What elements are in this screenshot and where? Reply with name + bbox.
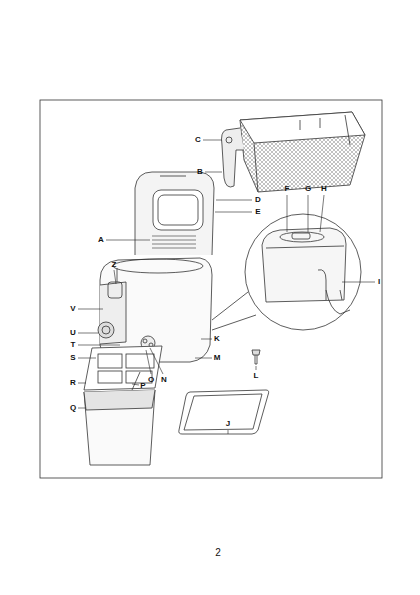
callout-letter: R — [70, 379, 76, 387]
callout-letter: V — [70, 305, 75, 313]
callout-letter: J — [226, 420, 230, 428]
oil-box — [84, 372, 155, 465]
callout-letter: C — [195, 136, 201, 144]
tray — [179, 390, 269, 434]
callout-letter: G — [305, 185, 311, 193]
page-number: 2 — [215, 548, 221, 558]
callout-letter: S — [70, 354, 75, 362]
callout-letter: Q — [70, 404, 76, 412]
callout-letter: O — [148, 376, 154, 384]
callout-letter: H — [321, 185, 327, 193]
callout-letter: P — [140, 382, 145, 390]
screw — [252, 350, 260, 364]
callout-letter: E — [255, 208, 260, 216]
callout-letter: Z — [112, 261, 117, 269]
callout-letter: F — [285, 185, 290, 193]
callout-letter: T — [71, 341, 76, 349]
leader-lines — [78, 140, 375, 434]
lid — [135, 172, 214, 255]
callout-letter: N — [161, 376, 167, 384]
callout-letter: L — [254, 372, 259, 380]
callout-letter: K — [214, 335, 220, 343]
callout-letter: A — [98, 236, 104, 244]
callout-letter: D — [255, 196, 261, 204]
callout-letter: I — [378, 278, 380, 286]
callout-letter: U — [70, 329, 76, 337]
callout-letter: B — [197, 168, 203, 176]
callout-letter: M — [214, 354, 221, 362]
filter-plate — [84, 346, 162, 390]
basket — [222, 112, 366, 192]
frame — [40, 100, 382, 478]
inset-detail — [212, 214, 361, 330]
